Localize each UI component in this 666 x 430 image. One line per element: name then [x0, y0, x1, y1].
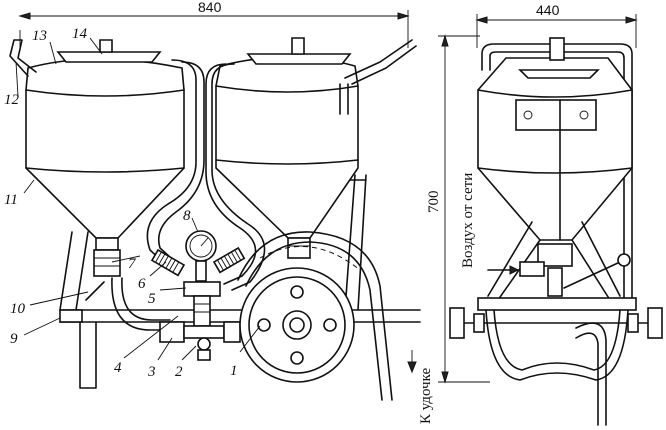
part-label-9: 9 — [10, 331, 18, 347]
part-label-2: 2 — [175, 364, 183, 380]
part-label-10: 10 — [10, 301, 26, 317]
dimension-front-width: 840 — [18, 0, 410, 48]
dim-side-width-text: 440 — [536, 2, 560, 18]
dimension-side-width: 440 — [475, 2, 638, 48]
dim-front-width-text: 840 — [198, 0, 222, 15]
part-label-1: 1 — [230, 363, 238, 379]
part-label-4: 4 — [114, 360, 122, 376]
wheel — [239, 267, 355, 383]
front-view — [9, 37, 421, 401]
to-gun-label: К удочке — [418, 367, 434, 424]
left-tank — [9, 39, 185, 277]
to-gun-arrow — [407, 361, 417, 374]
part-label-13: 13 — [32, 28, 47, 44]
part-label-6: 6 — [138, 276, 146, 292]
gauge-assembly — [150, 230, 246, 361]
air-inlet-label: Воздух от сети — [460, 173, 476, 268]
part-labels: 1 2 3 4 5 6 7 8 9 10 11 12 13 14 — [4, 26, 238, 380]
part-label-7: 7 — [128, 256, 137, 272]
dim-height-text: 700 — [426, 191, 442, 214]
part-label-11: 11 — [4, 192, 18, 208]
right-tank — [215, 37, 417, 259]
part-label-12: 12 — [4, 92, 20, 108]
part-label-5: 5 — [148, 291, 156, 307]
part-label-8: 8 — [183, 208, 191, 224]
part-label-14: 14 — [72, 26, 88, 42]
part-label-3: 3 — [147, 364, 156, 380]
side-view — [449, 37, 663, 426]
dimension-height: 700 — [426, 34, 490, 384]
leader-lines — [15, 37, 261, 361]
